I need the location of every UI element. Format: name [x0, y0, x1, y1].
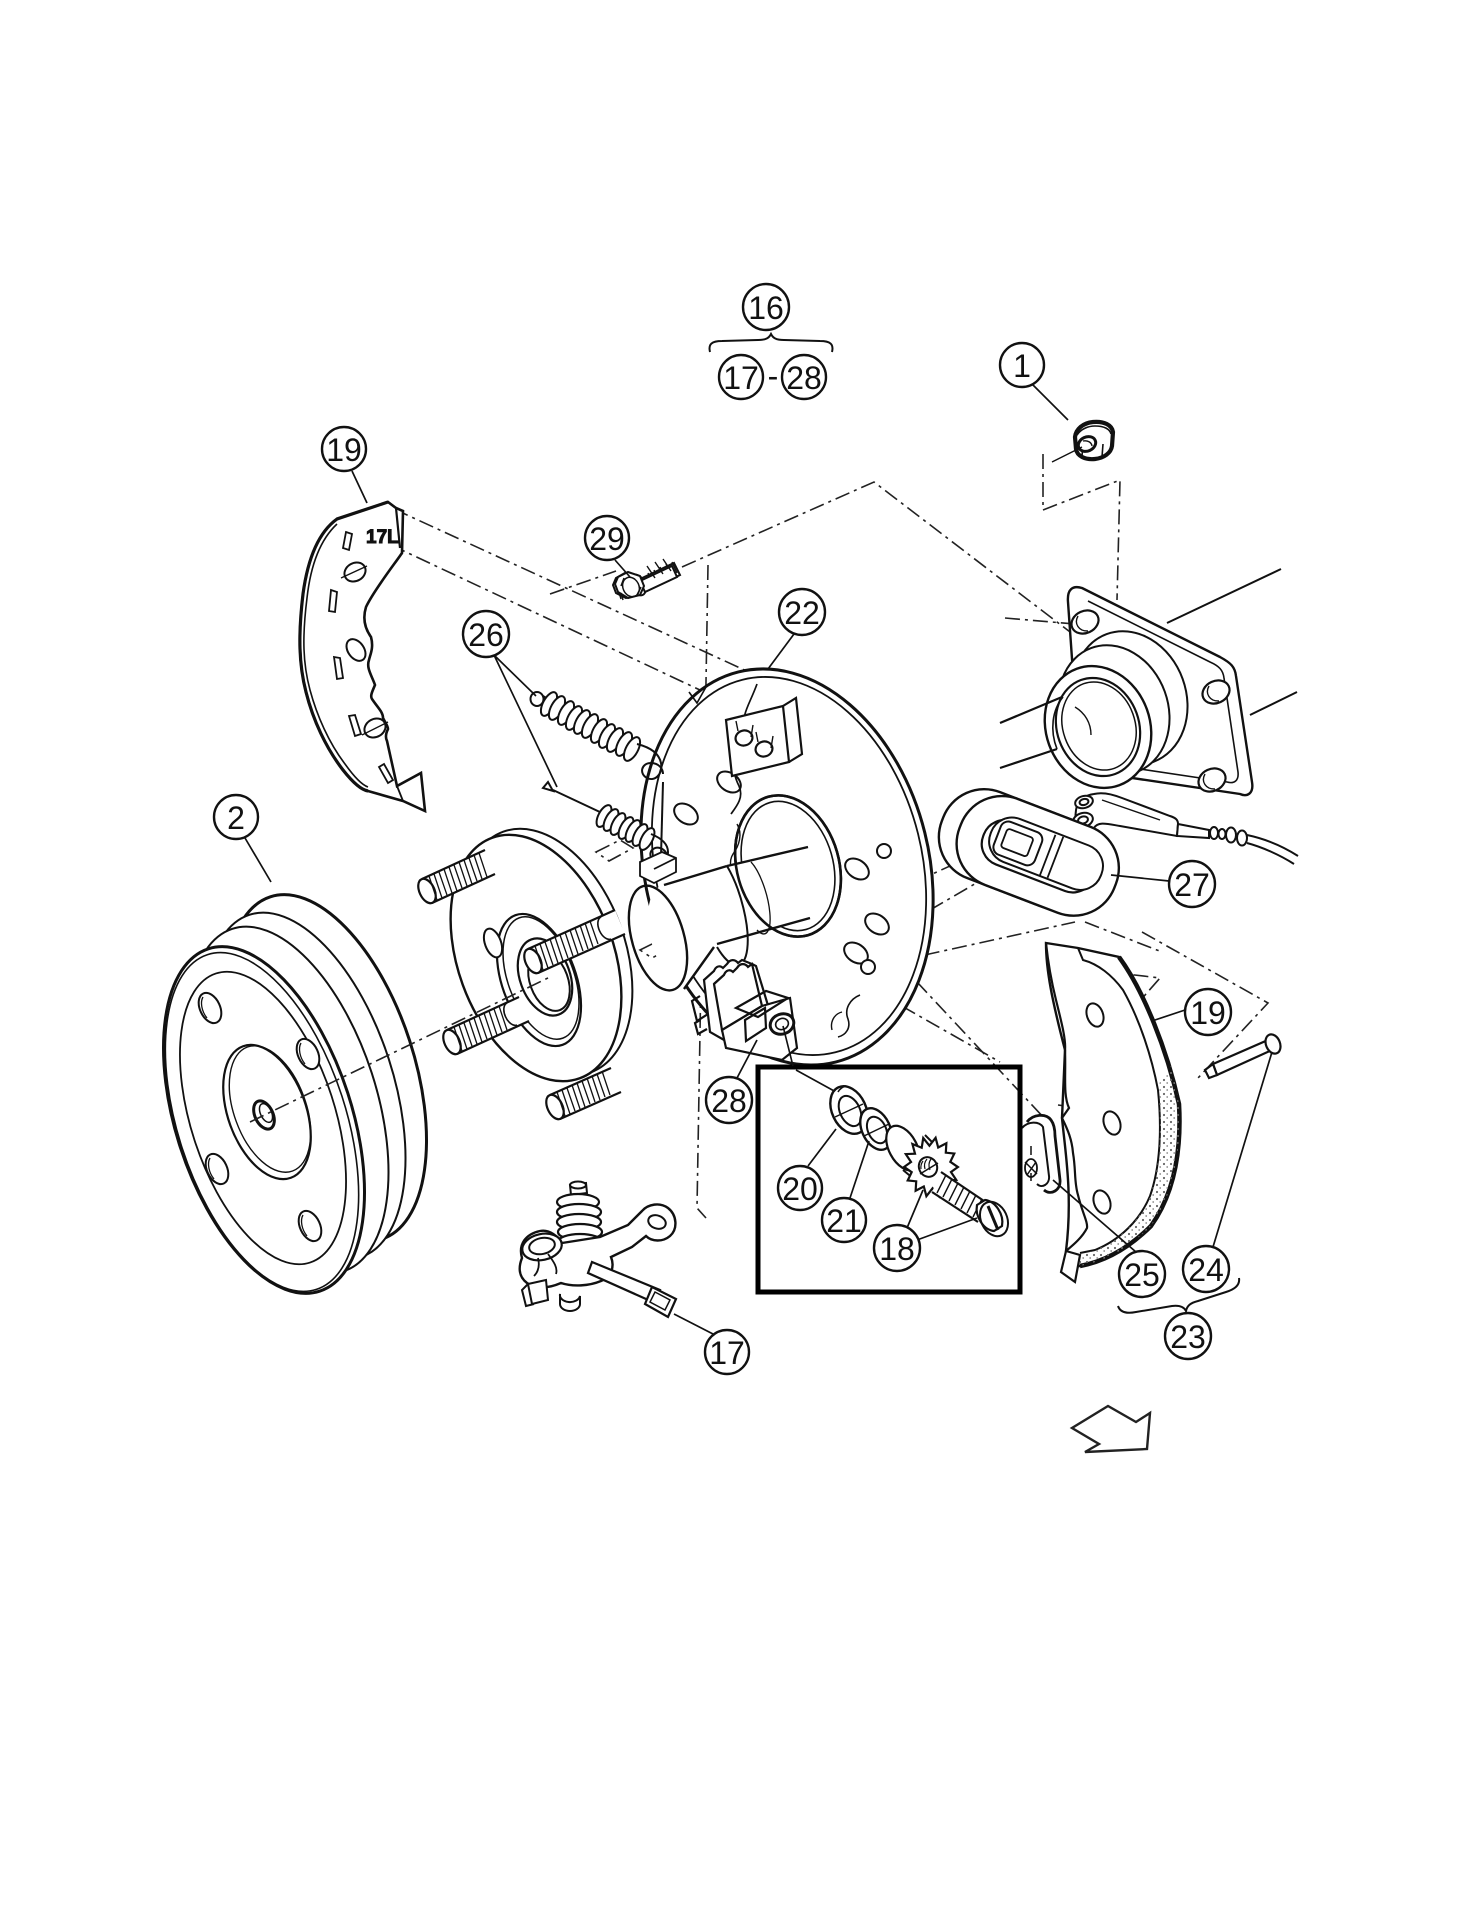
svg-text:20: 20 [782, 1171, 818, 1207]
svg-text:21: 21 [826, 1203, 862, 1239]
svg-text:2: 2 [227, 800, 245, 836]
svg-text:17L: 17L [366, 527, 399, 548]
svg-text:26: 26 [468, 617, 504, 653]
svg-text:-: - [768, 358, 779, 394]
svg-text:23: 23 [1170, 1319, 1206, 1355]
svg-text:19: 19 [1190, 995, 1226, 1031]
svg-text:25: 25 [1124, 1257, 1160, 1293]
svg-text:29: 29 [589, 521, 625, 557]
svg-text:16: 16 [748, 290, 784, 326]
svg-text:17: 17 [723, 360, 759, 396]
svg-text:19: 19 [326, 432, 362, 468]
svg-text:22: 22 [784, 595, 820, 631]
svg-text:27: 27 [1174, 867, 1210, 903]
svg-text:28: 28 [786, 360, 822, 396]
svg-text:1: 1 [1013, 348, 1031, 384]
svg-text:28: 28 [711, 1083, 747, 1119]
svg-text:17: 17 [709, 1335, 745, 1371]
svg-text:24: 24 [1188, 1252, 1224, 1288]
svg-text:18: 18 [879, 1231, 915, 1267]
